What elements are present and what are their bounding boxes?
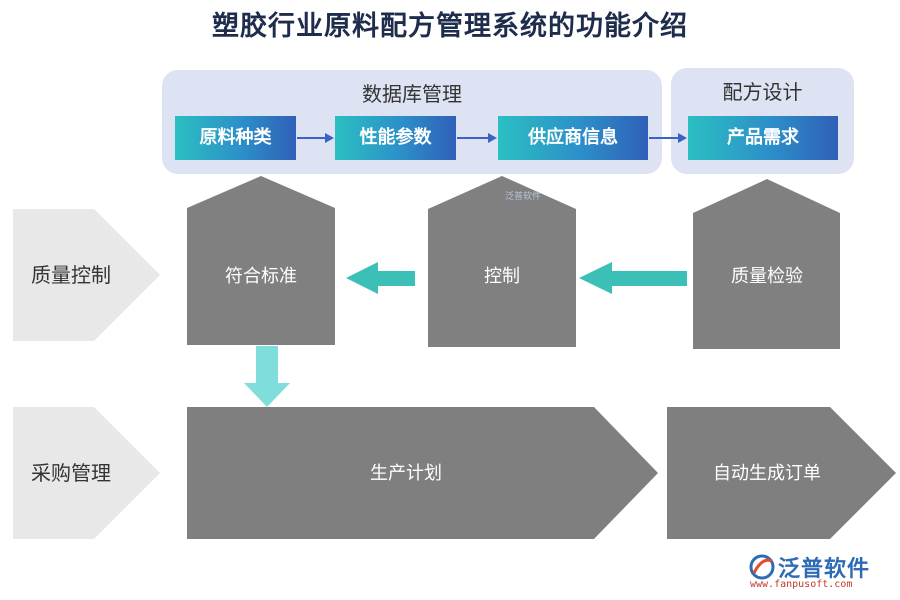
label-quality-inspection: 质量检验	[731, 266, 803, 287]
brand-url: www.fanpusoft.com	[750, 579, 853, 590]
arrow-left-icon	[579, 262, 687, 294]
brand-name: 泛普软件	[778, 557, 871, 582]
database-panel-label: 数据库管理	[362, 82, 462, 106]
box-product-demand[interactable]: 产品需求	[688, 116, 838, 160]
arrow-right-icon	[457, 133, 497, 143]
box-supplier-info[interactable]: 供应商信息	[498, 116, 648, 160]
arrow-right-icon	[649, 133, 687, 143]
label-meet-standard: 符合标准	[225, 266, 297, 287]
chevron-quality-control	[13, 209, 160, 341]
label-control: 控制	[484, 266, 520, 287]
label-production-plan: 生产计划	[370, 463, 442, 484]
label-quality-control: 质量控制	[31, 263, 111, 287]
arrow-right-icon	[297, 133, 334, 143]
label-purchase-management: 采购管理	[31, 461, 111, 485]
house-quality-inspection[interactable]	[693, 179, 840, 349]
arrow-down-icon	[244, 346, 290, 407]
brand-logo[interactable]: 泛普软件 www.fanpusoft.com	[748, 551, 888, 593]
box-performance-params[interactable]: 性能参数	[335, 116, 456, 160]
house-control[interactable]	[428, 176, 576, 347]
watermark: 泛普软件	[505, 192, 542, 202]
arrow-left-icon	[346, 262, 415, 294]
chevron-purchase-management	[13, 407, 160, 539]
pentagon-auto-order[interactable]	[667, 407, 896, 539]
brand-logo-icon	[749, 554, 775, 580]
box-material-type[interactable]: 原料种类	[175, 116, 296, 160]
page-title: 塑胶行业原料配方管理系统的功能介绍	[212, 11, 688, 42]
label-auto-order: 自动生成订单	[713, 463, 821, 484]
design-panel-label: 配方设计	[722, 80, 803, 104]
house-meet-standard[interactable]	[187, 176, 335, 345]
pentagon-production-plan[interactable]	[187, 407, 658, 539]
